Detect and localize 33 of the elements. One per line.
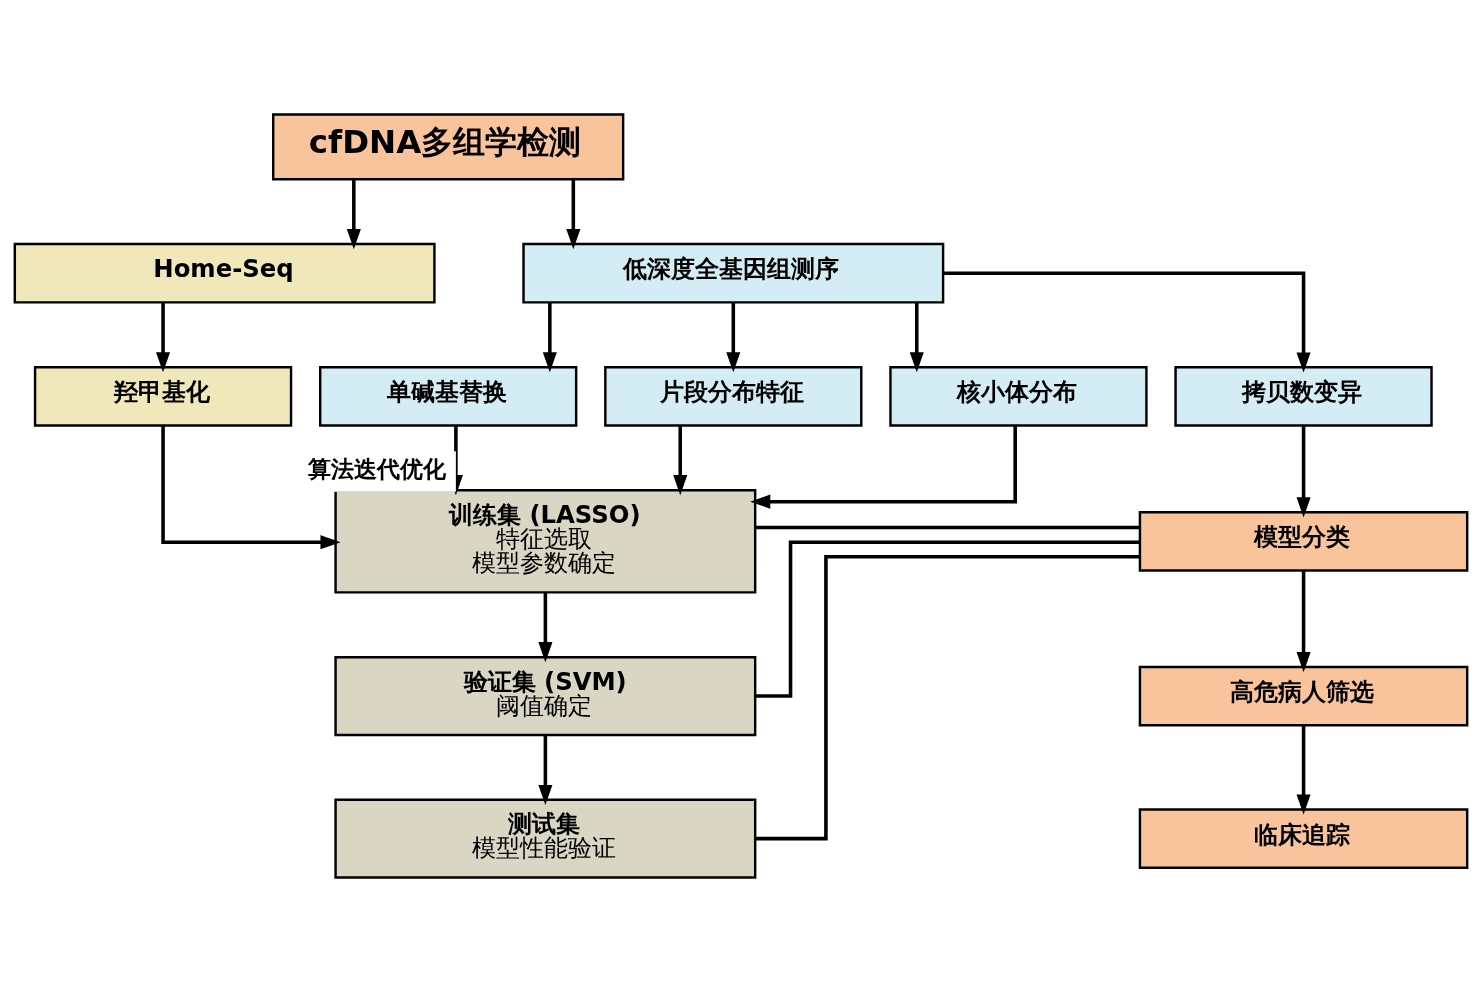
- node-box: 片段分布特征: [604, 365, 863, 427]
- node-box: cfDNA多组学检测: [272, 112, 625, 180]
- arrow: [538, 591, 553, 662]
- arrow: [1296, 425, 1311, 517]
- connector: [755, 525, 1140, 529]
- node-box: 核小体分布: [889, 365, 1148, 427]
- node-box: 模型分类: [1138, 510, 1469, 572]
- arrow: [161, 425, 341, 549]
- node-box: 临床追踪: [1138, 807, 1469, 869]
- node-box: 拷贝数变异: [1174, 365, 1433, 427]
- arrow: [1296, 725, 1311, 815]
- node-box: 高危病人筛选: [1138, 665, 1469, 726]
- arrow: [538, 734, 553, 805]
- node-box: Home-Seq: [13, 242, 436, 304]
- arrow: [346, 178, 361, 249]
- arrow: [566, 178, 581, 249]
- arrow: [1296, 570, 1311, 672]
- connector: [755, 554, 1140, 840]
- node-box: 羟甲基化: [33, 365, 293, 427]
- connector: [755, 539, 1140, 698]
- arrow: [943, 270, 1311, 373]
- node-box: 测试集 模型性能验证: [334, 798, 757, 879]
- edge-label: 算法迭代优化: [308, 455, 447, 482]
- node-box: 低深度全基因组测序: [522, 242, 945, 304]
- node-box: 验证集 (SVM) 阈值确定: [334, 655, 757, 736]
- arrow: [750, 425, 1017, 509]
- node-box: 单碱基替换: [318, 365, 578, 427]
- arrow: [542, 301, 557, 372]
- arrow: [673, 425, 688, 495]
- node-box: 训练集 (LASSO) 特征选取 模型参数确定: [334, 488, 757, 594]
- arrow: [156, 301, 171, 372]
- arrow: [726, 301, 741, 372]
- arrow: [909, 301, 924, 372]
